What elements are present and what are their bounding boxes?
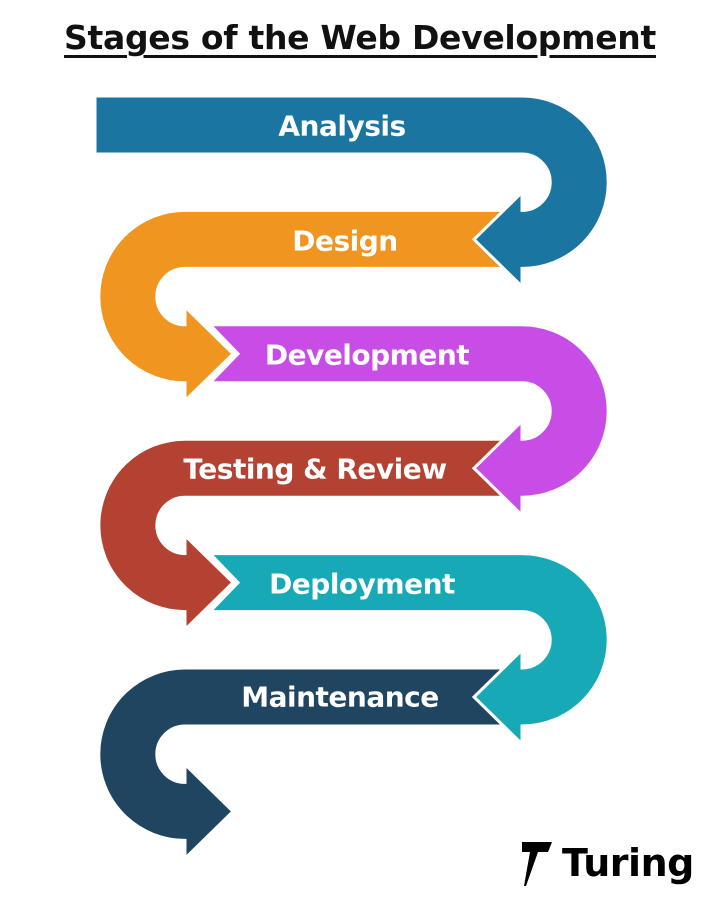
stage-label-testing-review: Testing & Review (183, 453, 446, 486)
turing-7-icon (522, 842, 552, 886)
stage-arrow-testing-review (97, 437, 509, 634)
turing-logo: Turing (520, 838, 694, 888)
stage-arrow-development (206, 323, 610, 519)
stage-arrow-deployment (206, 552, 610, 748)
stage-label-deployment: Deployment (269, 568, 455, 601)
stage-arrow-analysis (93, 94, 610, 290)
stage-label-design: Design (292, 225, 397, 258)
stage-arrow-design (97, 208, 509, 405)
diagram-title: Stages of the Web Development (64, 18, 656, 57)
stage-arrow-maintenance (97, 666, 509, 862)
stage-label-maintenance: Maintenance (241, 681, 439, 714)
turing-logo-text: Turing (562, 841, 694, 885)
stage-label-development: Development (265, 339, 469, 372)
stage-label-analysis: Analysis (278, 110, 405, 143)
